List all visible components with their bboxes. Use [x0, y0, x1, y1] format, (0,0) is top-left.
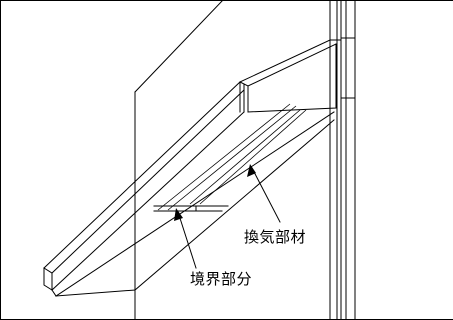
label-ventilation-member: 換気部材 — [244, 228, 307, 246]
top-bracket — [239, 39, 342, 113]
arrow-boundary-part — [174, 208, 197, 269]
vertical-post — [329, 0, 356, 320]
label-boundary-part: 境界部分 — [190, 270, 253, 288]
back-wall-panel — [134, 0, 224, 320]
arrow-ventilation-member — [247, 164, 281, 223]
ventilation-member-trough — [43, 81, 335, 297]
